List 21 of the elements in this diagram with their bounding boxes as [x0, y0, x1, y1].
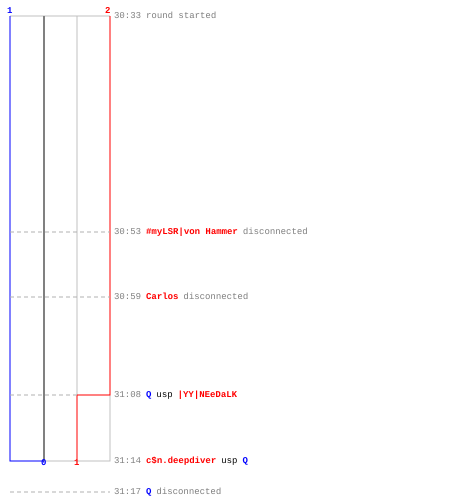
time-label: 30:59 — [114, 292, 142, 302]
player-name: Carlos — [146, 292, 178, 302]
team-number: 2 — [105, 6, 110, 16]
event-text: disconnected — [156, 487, 222, 497]
event-text: disconnected — [242, 227, 308, 237]
player-name: Q — [146, 390, 152, 400]
weapon-text: usp — [156, 390, 173, 400]
time-label: 31:14 — [114, 456, 142, 466]
player-name: |YY|NEeDaLK — [178, 390, 238, 400]
event-text: round started — [146, 11, 216, 21]
time-label: 31:08 — [114, 390, 142, 400]
time-label: 31:17 — [114, 487, 142, 497]
player-name: #myLSR|von Hammer — [146, 227, 238, 237]
event-text: disconnected — [183, 292, 248, 302]
time-label: 30:53 — [114, 227, 142, 237]
player-name: Q — [146, 487, 152, 497]
player-name: c$n.deepdiver — [146, 456, 216, 466]
weapon-text: usp — [221, 456, 238, 466]
time-label: 30:33 — [114, 11, 142, 21]
team-number: 1 — [7, 6, 12, 16]
player-name: Q — [242, 456, 248, 466]
